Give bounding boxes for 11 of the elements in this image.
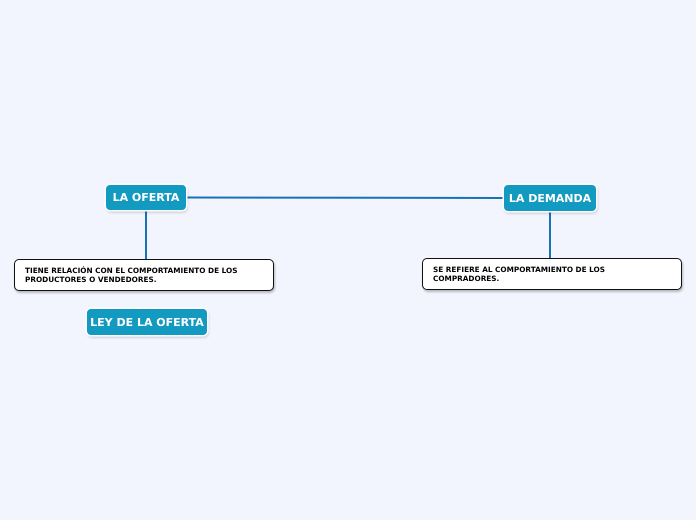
- topic-box: [504, 185, 596, 211]
- note-box: [422, 258, 682, 290]
- connector-line: [145, 210, 147, 259]
- connector-line: [186, 196, 504, 199]
- note-box: [14, 259, 274, 291]
- node-text: LA OFERTA: [112, 191, 180, 204]
- topic-box: [106, 185, 186, 210]
- connector-line: [549, 211, 551, 258]
- node-text: LEY DE LA OFERTA: [90, 316, 204, 328]
- topic-box: [87, 309, 207, 335]
- node-text: LA DEMANDA: [508, 192, 592, 204]
